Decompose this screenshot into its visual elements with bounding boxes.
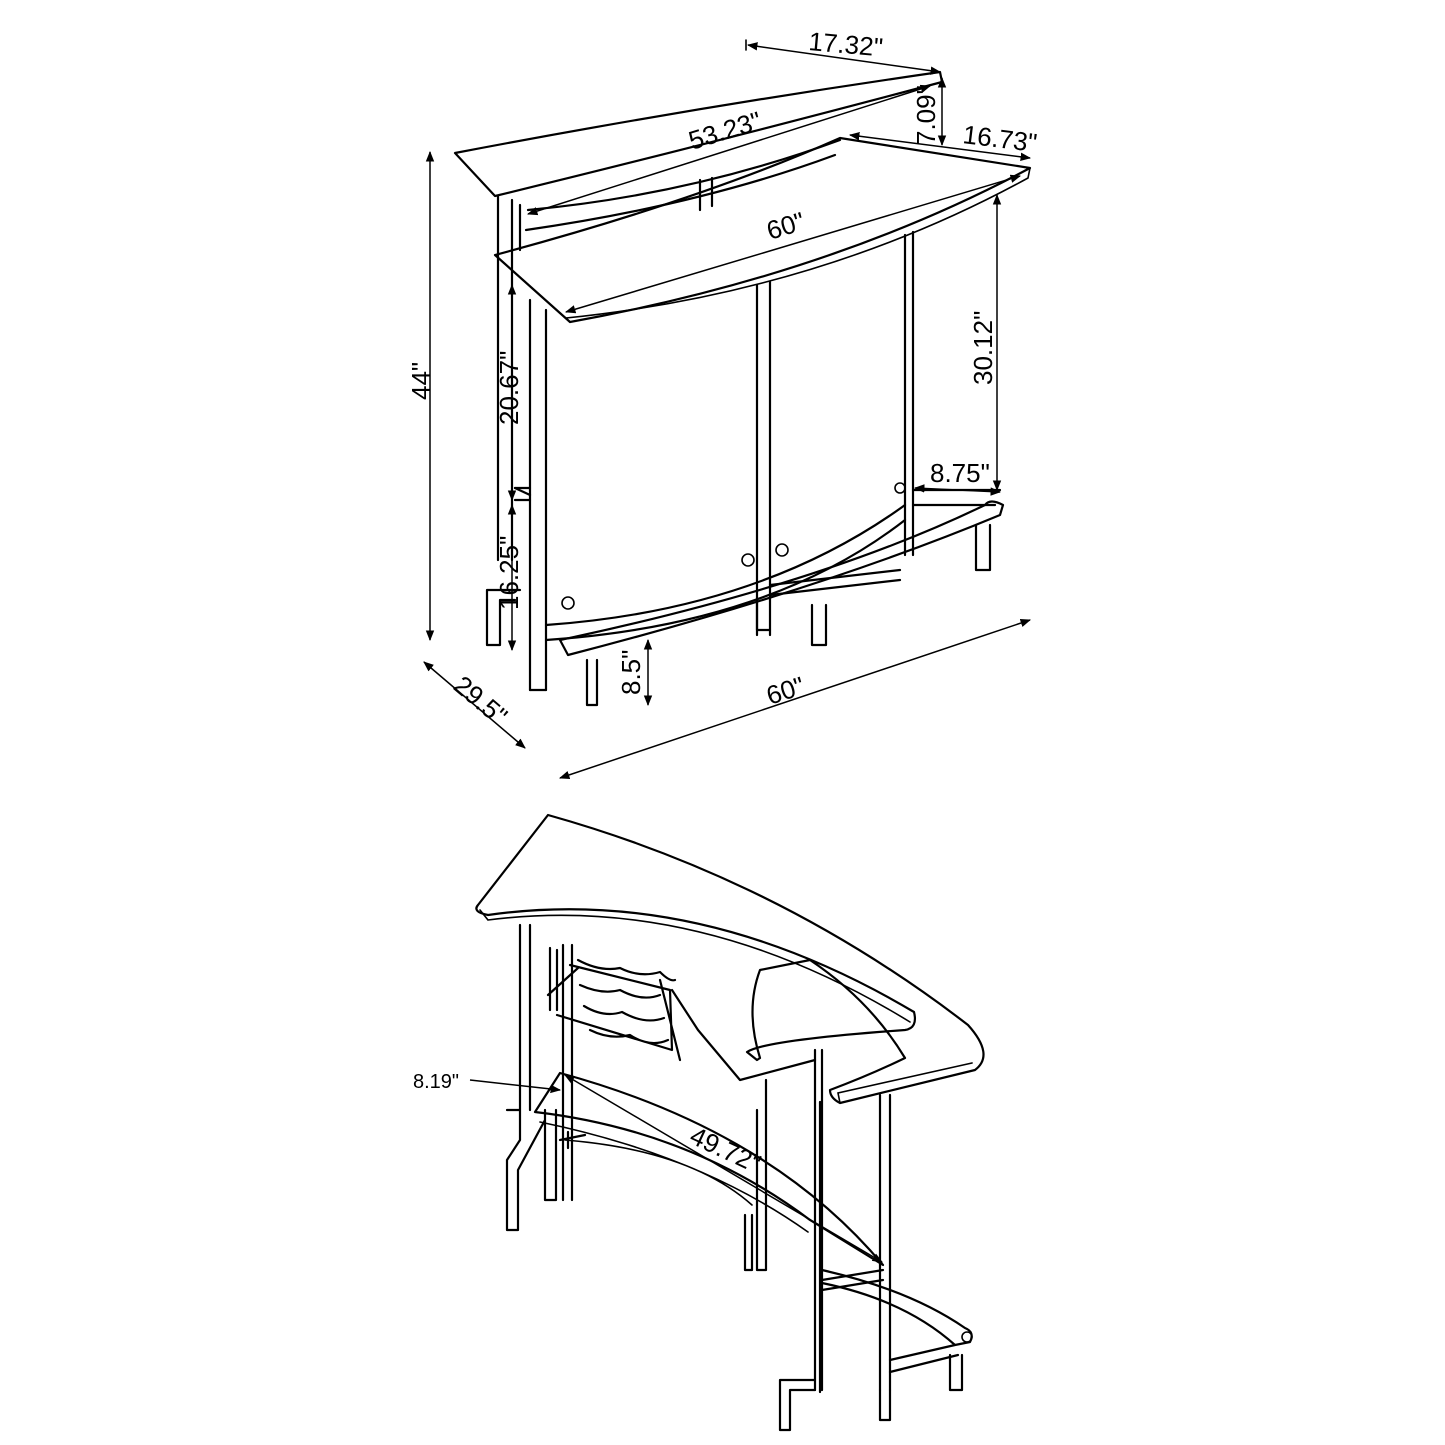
front-view xyxy=(453,70,1032,707)
rear-posts xyxy=(813,1048,892,1394)
dimensions-front: 17.32" 53.23" 7.09" 16.73" 60" 44" 20.67… xyxy=(406,26,1039,779)
label-lower-top-depth: 16.73" xyxy=(961,119,1038,158)
glass-clip xyxy=(561,596,575,610)
label-overall-depth: 29.5" xyxy=(448,670,513,731)
footrest-bolt xyxy=(961,1331,973,1343)
rear-counter-top xyxy=(475,813,985,1105)
label-upper-panel-height: 20.67" xyxy=(494,351,524,425)
foot-rest xyxy=(513,486,1005,657)
label-lower-panel-height: 16.25" xyxy=(494,536,524,610)
rear-view xyxy=(475,813,985,1432)
glass-clip xyxy=(775,543,789,557)
glass-clip xyxy=(741,553,755,567)
label-overall-height: 44" xyxy=(406,362,436,400)
rear-frame xyxy=(505,923,574,1232)
label-shelf-depth: 8.19" xyxy=(413,1071,459,1093)
label-top-depth: 17.32" xyxy=(807,26,884,62)
rear-counter-edge xyxy=(479,909,973,1104)
label-upper-top-width: 53.23" xyxy=(685,105,765,155)
label-overall-width: 60" xyxy=(763,670,809,710)
glass-clip xyxy=(894,482,906,494)
label-lower-top-width: 60" xyxy=(763,206,808,246)
rear-base xyxy=(778,1353,964,1432)
label-counter-height: 30.12" xyxy=(968,311,998,385)
label-top-height-diff: 7.09" xyxy=(911,85,941,145)
dimensions-rear: 8.19" 49.72" xyxy=(413,1071,883,1263)
label-footrest-height: 8.5" xyxy=(616,650,646,695)
glass-panel-bottom xyxy=(544,503,907,642)
lower-shelf xyxy=(533,1071,885,1267)
label-footrest-depth: 8.75" xyxy=(930,458,990,488)
legs xyxy=(485,523,992,707)
